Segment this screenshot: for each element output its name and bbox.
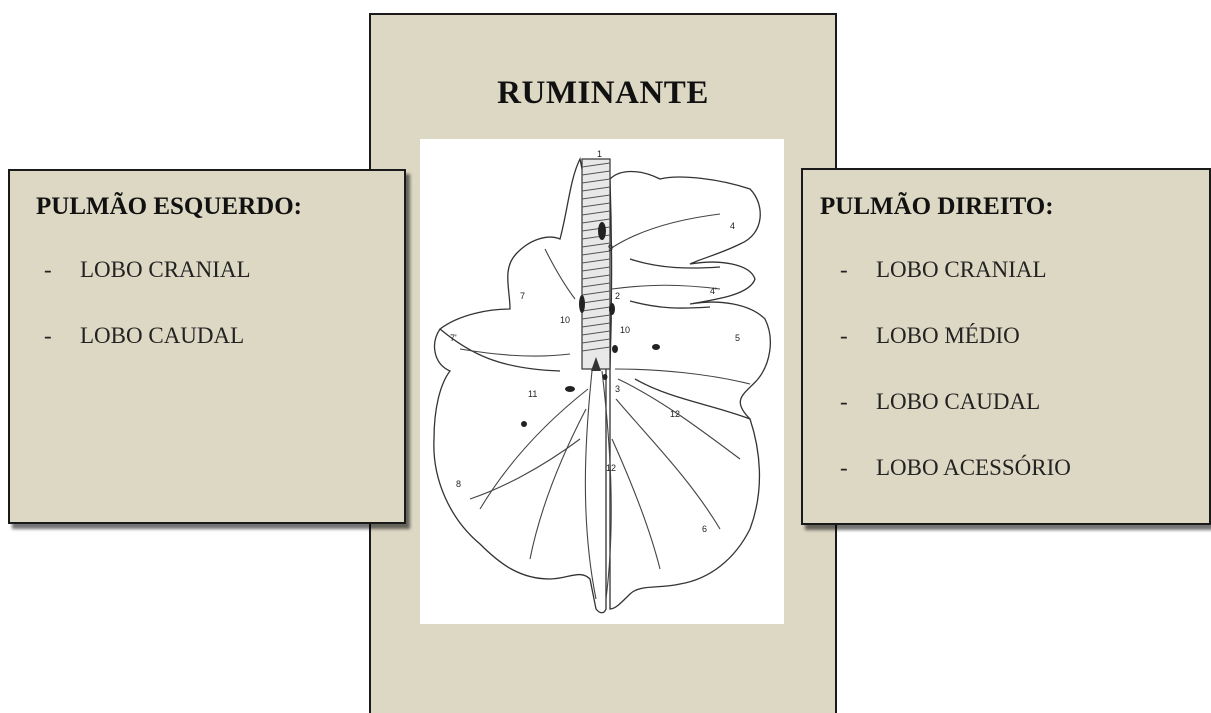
figure-label-10-left: 10	[560, 315, 570, 325]
page-title: RUMINANTE	[371, 75, 835, 112]
left-lung-heading: PULMÃO ESQUERDO:	[36, 193, 302, 221]
right-lung-panel: PULMÃO DIREITO: - LOBO CRANIAL - LOBO MÉ…	[801, 168, 1211, 525]
bullet-dash: -	[840, 455, 876, 481]
figure-label-7-prime: 7'	[450, 333, 457, 343]
list-item: - LOBO CAUDAL	[840, 389, 1071, 455]
figure-label-12-center: 12	[606, 463, 616, 473]
list-item: - LOBO CAUDAL	[44, 323, 251, 389]
left-lobe-list: - LOBO CRANIAL - LOBO CAUDAL	[44, 257, 251, 389]
lobe-label: LOBO MÉDIO	[876, 323, 1020, 349]
figure-label-6: 6	[702, 524, 707, 534]
lobe-label: LOBO ACESSÓRIO	[876, 455, 1071, 481]
bullet-dash: -	[840, 323, 876, 349]
list-item: - LOBO CRANIAL	[44, 257, 251, 323]
figure-label-2: 2	[615, 291, 620, 301]
bullet-dash: -	[44, 257, 80, 283]
bullet-dash: -	[44, 323, 80, 349]
bullet-dash: -	[840, 389, 876, 415]
left-lung-outline	[434, 159, 606, 613]
lung-diagram-figure: 1 2 3 4 4' 5 6 7 7' 8 9 10 10 11 12 12	[420, 139, 784, 624]
list-item: - LOBO ACESSÓRIO	[840, 455, 1071, 521]
figure-label-1: 1	[597, 149, 602, 159]
figure-label-4-prime: 4'	[710, 286, 717, 296]
figure-label-4: 4	[730, 221, 735, 231]
figure-label-12-right: 12	[670, 409, 680, 419]
list-item: - LOBO MÉDIO	[840, 323, 1071, 389]
center-panel: RUMINANTE	[369, 13, 837, 713]
figure-label-8: 8	[456, 479, 461, 489]
left-lung-panel: PULMÃO ESQUERDO: - LOBO CRANIAL - LOBO C…	[8, 169, 406, 524]
figure-label-11: 11	[528, 389, 537, 399]
lung-illustration: 1 2 3 4 4' 5 6 7 7' 8 9 10 10 11 12 12	[420, 139, 784, 624]
right-lobe-list: - LOBO CRANIAL - LOBO MÉDIO - LOBO CAUDA…	[840, 257, 1071, 521]
list-item: - LOBO CRANIAL	[840, 257, 1071, 323]
figure-label-10-right: 10	[620, 325, 630, 335]
figure-label-5: 5	[735, 333, 740, 343]
figure-label-9: 9	[608, 243, 613, 253]
lobe-label: LOBO CRANIAL	[80, 257, 251, 283]
figure-label-3: 3	[615, 384, 620, 394]
figure-label-7: 7	[520, 291, 525, 301]
right-lung-outline	[610, 172, 770, 610]
trachea	[582, 159, 610, 371]
lobe-label: LOBO CAUDAL	[876, 389, 1040, 415]
lobe-label: LOBO CAUDAL	[80, 323, 244, 349]
lobe-label: LOBO CRANIAL	[876, 257, 1047, 283]
bullet-dash: -	[840, 257, 876, 283]
right-lung-heading: PULMÃO DIREITO:	[820, 193, 1054, 221]
